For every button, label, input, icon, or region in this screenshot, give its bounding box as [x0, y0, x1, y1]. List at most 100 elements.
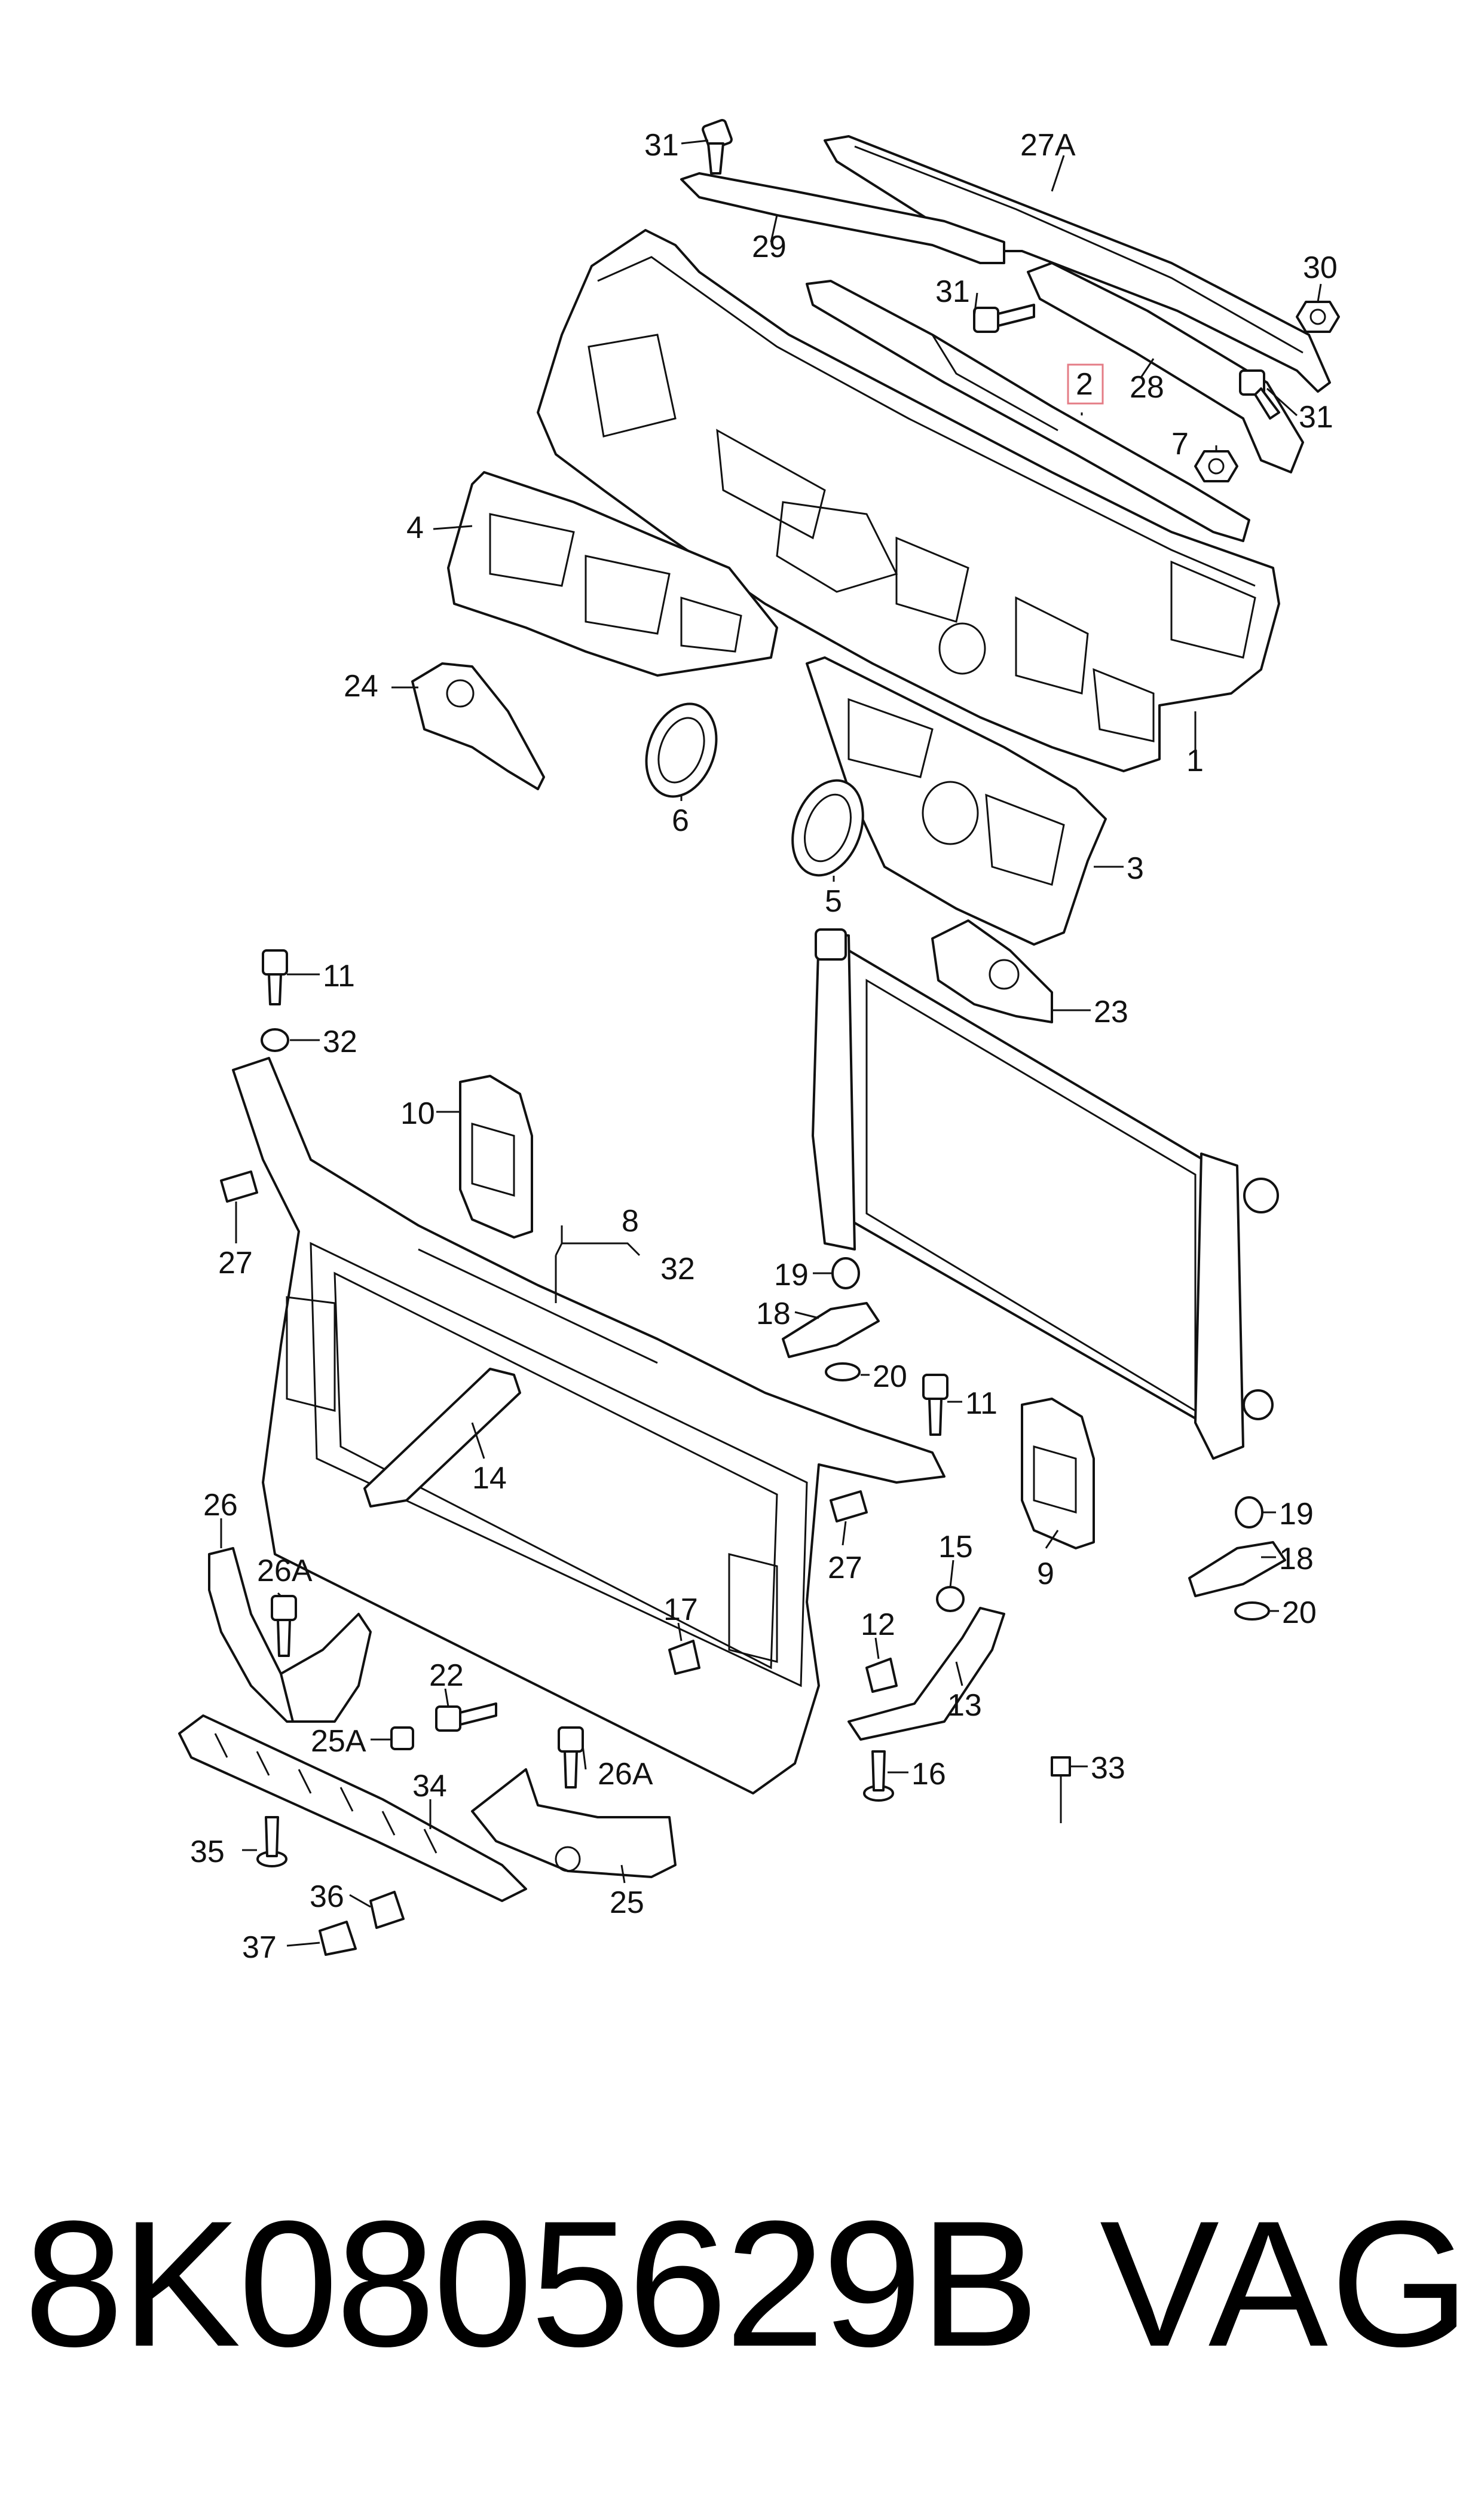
part-23-bracket [931, 919, 1053, 1023]
part-34-bar [178, 1714, 527, 1902]
part-14-strip [363, 1368, 521, 1508]
label-26A: 26A [598, 1757, 653, 1792]
part-31-bolt-top [702, 119, 733, 175]
part-33-rivet [1051, 1756, 1071, 1823]
part-36-clip [369, 1891, 405, 1929]
label-25: 25 [610, 1885, 644, 1920]
label-26A: 26A [257, 1554, 313, 1588]
part-2-strip [806, 280, 1250, 542]
label-2: 2 [1076, 367, 1093, 402]
upper-assembly [411, 119, 1340, 946]
label-11: 11 [323, 959, 355, 993]
part-26A-bolt-right [558, 1726, 584, 1789]
part-31-bolt-middle [973, 304, 1035, 333]
part-17-clip [668, 1640, 700, 1675]
label-20: 20 [1282, 1595, 1317, 1630]
part-11-bolt-top [262, 949, 288, 1005]
label-37: 37 [242, 1930, 277, 1965]
part-27-clip-left [220, 1170, 258, 1203]
label-32: 32 [660, 1252, 695, 1286]
label-22: 22 [429, 1658, 464, 1693]
part-number: 8K0805629B [24, 2183, 1039, 2384]
label-31: 31 [644, 128, 679, 163]
label-11: 11 [965, 1386, 998, 1421]
label-34: 34 [412, 1769, 447, 1803]
label-29: 29 [752, 230, 787, 264]
part-12-clip [865, 1658, 898, 1693]
label-18: 18 [756, 1297, 791, 1331]
part-3-insulation-right [806, 656, 1107, 946]
label-24: 24 [344, 669, 378, 704]
part-20-bush-left [825, 1362, 861, 1381]
label-15: 15 [938, 1530, 973, 1564]
label-31: 31 [935, 274, 970, 309]
part-27-clip-mid [830, 1490, 868, 1523]
part-8-front-carrier [232, 1057, 946, 1794]
label-13: 13 [947, 1688, 982, 1723]
label-27: 27 [218, 1246, 253, 1280]
part-16-bolt [863, 1750, 894, 1802]
label-5: 5 [825, 884, 842, 919]
label-18: 18 [1279, 1542, 1314, 1576]
part-11-bolt-mid [922, 1374, 948, 1436]
radiator-assembly [812, 919, 1279, 1460]
label-28: 28 [1130, 370, 1164, 405]
label-19: 19 [1279, 1497, 1314, 1531]
part-26-bracket-lower [280, 1613, 372, 1723]
part-31-bolt-right [1239, 369, 1280, 420]
part-15-plug [936, 1586, 965, 1612]
front-carrier-assembly [178, 949, 1286, 1956]
label-8: 8 [622, 1204, 639, 1239]
label-9: 9 [1037, 1557, 1054, 1591]
radiator-top-cap [815, 928, 847, 961]
part-18-bracket-left [782, 1302, 880, 1358]
radiator-left-tank [812, 931, 856, 1251]
label-33: 33 [1091, 1751, 1125, 1786]
label-20: 20 [873, 1359, 907, 1394]
part-10-pad [459, 1075, 533, 1239]
label-27: 27 [828, 1551, 862, 1585]
leader-lines [220, 139, 1322, 1947]
label-26: 26 [203, 1488, 238, 1523]
part-labels: 31 27A 29 30 31 28 31 2 7 4 1 24 6 3 5 1… [190, 128, 1338, 1965]
label-27A: 27A [1020, 128, 1076, 163]
part-26A-bolt-left [271, 1595, 297, 1657]
label-3: 3 [1127, 851, 1144, 886]
radiator-core [847, 949, 1214, 1430]
label-10: 10 [400, 1096, 435, 1131]
part-19-bush-right [1235, 1496, 1263, 1528]
radiator-right-tank [1194, 1152, 1244, 1460]
part-24-bracket [411, 662, 545, 790]
label-17: 17 [663, 1592, 698, 1627]
label-35: 35 [190, 1835, 225, 1869]
label-16: 16 [911, 1757, 946, 1792]
part-6-seal [645, 702, 718, 798]
part-30-nut [1296, 301, 1340, 333]
label-23: 23 [1094, 995, 1128, 1029]
part-22-bolt [435, 1702, 497, 1732]
label-7: 7 [1171, 427, 1189, 461]
part-5-seal [791, 779, 864, 877]
part-32-washer-top [261, 1028, 289, 1052]
brand-name: VAG [1100, 2183, 1473, 2384]
label-31: 31 [1299, 400, 1333, 435]
label-1: 1 [1186, 744, 1204, 778]
part-25A-bolt [390, 1726, 414, 1750]
label-12: 12 [861, 1607, 895, 1642]
part-25-bracket [471, 1768, 677, 1878]
label-30: 30 [1303, 250, 1338, 285]
part-35-bolt [256, 1816, 287, 1867]
part-1-cowl-panel [537, 229, 1280, 772]
part-28-rail [1027, 262, 1304, 473]
label-36: 36 [310, 1879, 344, 1914]
label-14: 14 [472, 1461, 507, 1496]
part-9-pad [1021, 1398, 1095, 1549]
part-19-bush-left [831, 1257, 860, 1289]
label-32: 32 [323, 1025, 357, 1059]
part-20-bush-right [1234, 1601, 1270, 1621]
label-25A: 25A [311, 1724, 366, 1759]
label-19: 19 [774, 1258, 809, 1292]
highlight-box [1067, 363, 1104, 405]
part-13-strip [847, 1607, 1005, 1741]
